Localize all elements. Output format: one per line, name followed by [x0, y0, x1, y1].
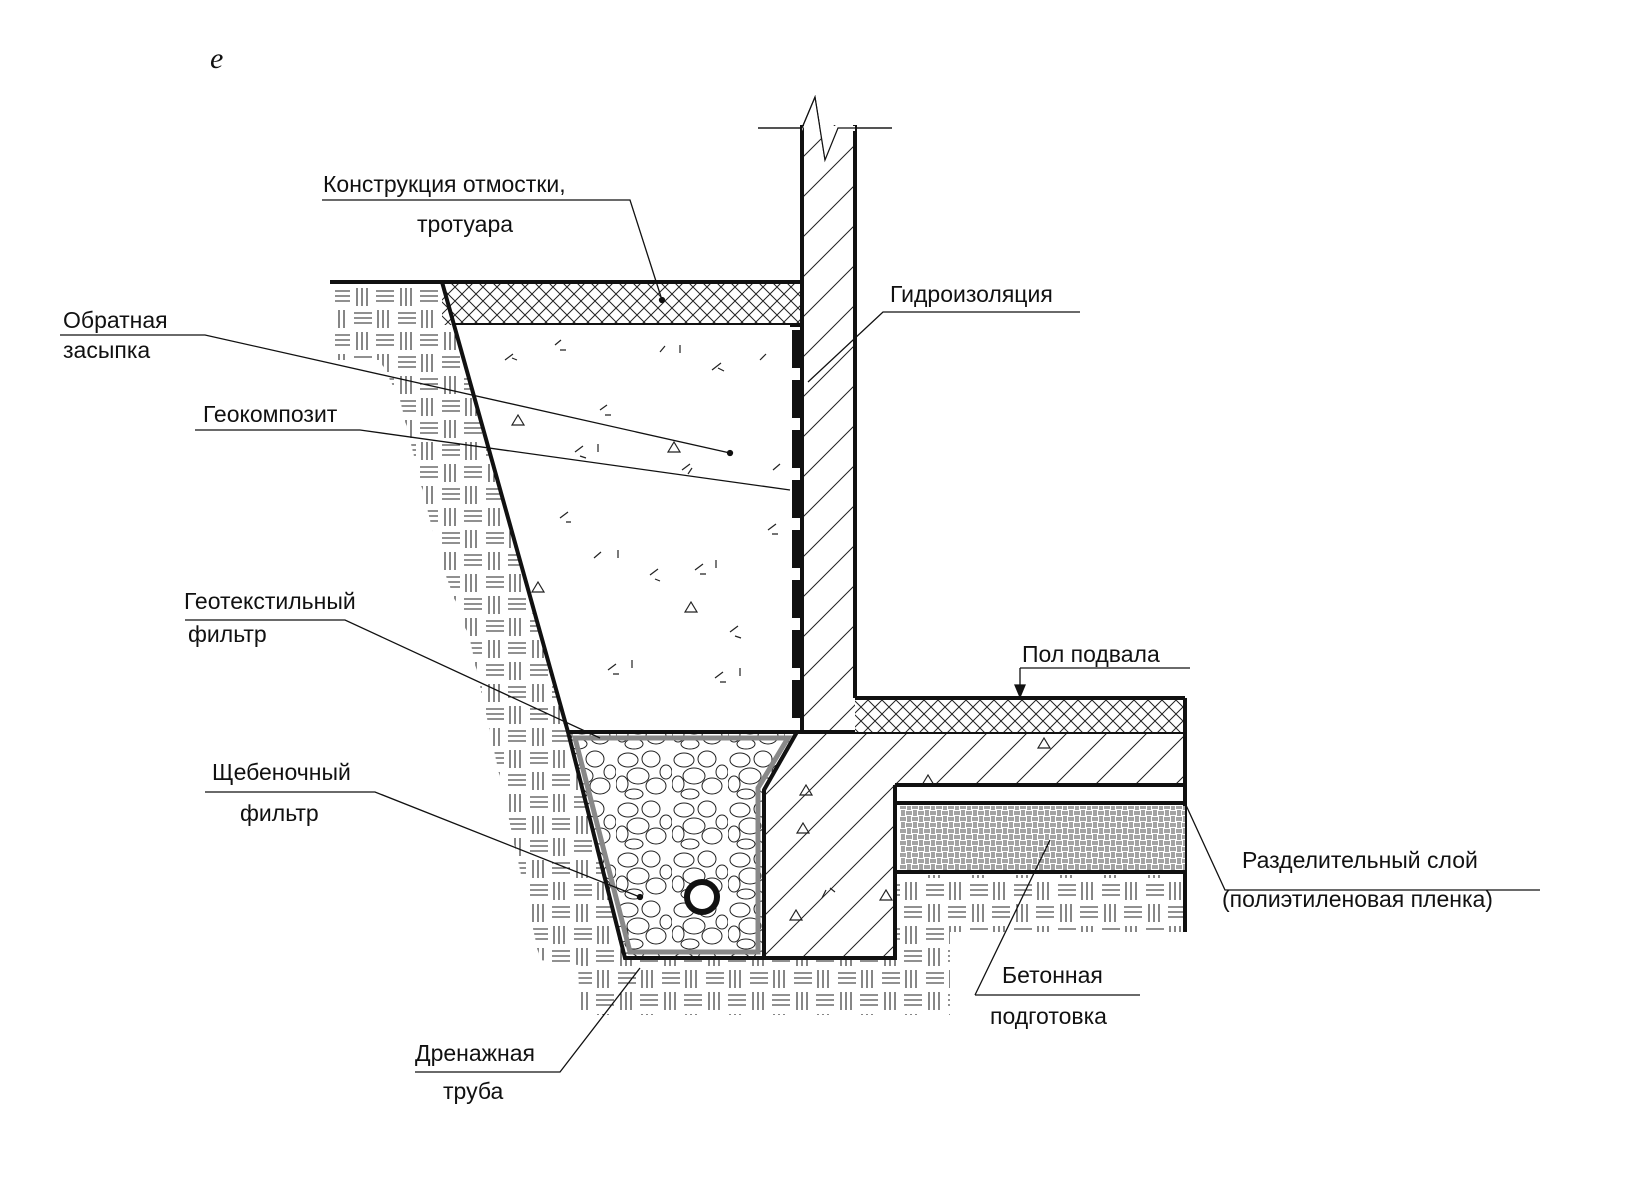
figure-letter: e — [210, 42, 223, 75]
label-basement-floor: Пол подвала — [1022, 641, 1160, 667]
label-geocomposite: Геокомпозит — [203, 401, 338, 427]
backfill — [455, 325, 790, 732]
foundation-slab — [764, 732, 1185, 958]
label-gravel-line2: фильтр — [240, 800, 319, 826]
soil-under-slab — [895, 875, 1185, 965]
concrete-preparation — [900, 806, 1185, 872]
label-pipe-line1: Дренажная — [415, 1040, 535, 1066]
label-pavement-line1: Конструкция отмостки, — [323, 171, 566, 197]
label-concrete-line1: Бетонная — [1002, 962, 1103, 988]
pavement-layer — [442, 282, 802, 325]
label-separating-line1: Разделительный слой — [1242, 847, 1478, 873]
label-backfill-line1: Обратная — [63, 307, 168, 333]
label-geotextile-line2: фильтр — [188, 621, 267, 647]
label-backfill-line2: засыпка — [63, 337, 150, 363]
label-gravel-line1: Щебеночный — [212, 759, 351, 785]
soil-left — [335, 285, 950, 1015]
label-waterproofing: Гидроизоляция — [890, 281, 1053, 307]
backfill-marks — [504, 339, 781, 683]
label-pipe-line2: труба — [443, 1078, 503, 1104]
foundation-wall — [802, 125, 855, 732]
label-pavement-line2: тротуара — [417, 211, 513, 237]
label-concrete-line2: подготовка — [990, 1003, 1107, 1029]
leader-lines — [60, 199, 1540, 1073]
basement-floor — [855, 698, 1185, 732]
drainage-pipe — [684, 879, 720, 915]
label-geotextile-line1: Геотекстильный — [184, 588, 356, 614]
label-separating-line2: (полиэтиленовая пленка) — [1222, 886, 1493, 912]
